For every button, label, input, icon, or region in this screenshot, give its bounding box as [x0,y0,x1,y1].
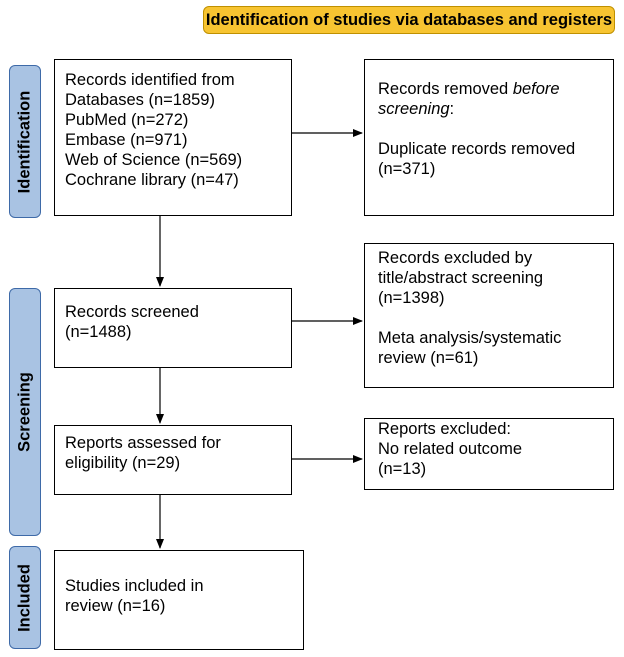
header-title: Identification of studies via databases … [205,10,613,29]
studies-included-box: Studies included in review (n=16) [54,550,304,650]
text-line: Embase (n=971) [65,131,188,149]
text-line: Records removed before [378,80,560,98]
text-line: Meta analysis/systematic [378,329,562,347]
text-line: Records excluded by [378,249,533,267]
records-screened-box: Records screened (n=1488) [54,288,292,368]
text-line: Records identified from [65,71,235,89]
text-line: Reports assessed for [65,434,221,452]
text-line: (n=1398) [378,289,445,307]
reports-assessed-box: Reports assessed for eligibility (n=29) [54,425,292,495]
text-line: Duplicate records removed [378,140,576,158]
text-line: PubMed (n=272) [65,111,189,129]
reports-excluded-box: Reports excluded: No related outcome (n=… [364,418,614,490]
text-line: Studies included in [65,577,204,595]
records-identified-box: Records identified from Databases (n=185… [54,59,292,216]
text-line: No related outcome [378,440,522,458]
header-banner: Identification of studies via databases … [203,6,615,34]
text-line: Cochrane library (n=47) [65,171,239,189]
text-line: Databases (n=1859) [65,91,215,109]
phase-screening: Screening [9,288,41,536]
text-line: Records screened [65,303,199,321]
text-line: title/abstract screening [378,269,544,287]
text-line: screening: [378,100,455,118]
records-excluded-box: Records excluded by title/abstract scree… [364,243,614,388]
text-line: review (n=61) [378,349,479,367]
text-line: (n=1488) [65,323,132,341]
text-line: Reports excluded: [378,420,511,438]
text-line: (n=13) [378,460,427,478]
text-line: Web of Science (n=569) [65,151,243,169]
phase-included: Included [9,546,41,649]
text-line: eligibility (n=29) [65,454,181,472]
text-line: (n=371) [378,160,436,178]
text-line: review (n=16) [65,597,166,615]
phase-identification: Identification [9,65,41,218]
records-removed-box: Records removed before screening: Duplic… [364,59,614,216]
